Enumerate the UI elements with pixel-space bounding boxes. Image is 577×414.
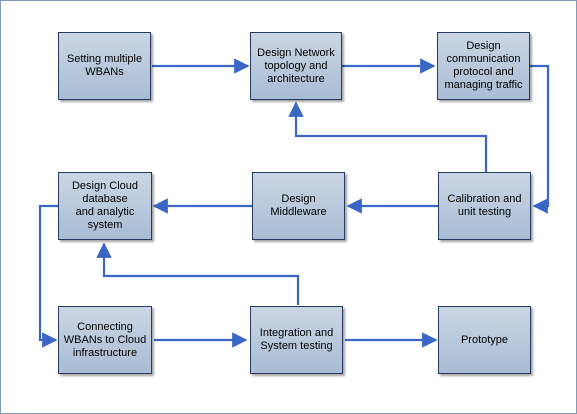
node-design-network: Design Network topology and architecture [250, 32, 342, 100]
node-design-protocol: Design communication protocol and managi… [437, 32, 530, 100]
node-design-middleware: Design Middleware [252, 172, 345, 240]
node-connecting-wbans: Connecting WBANs to Cloud infrastructure [58, 306, 152, 374]
arrow-calibration-to-network [288, 101, 488, 172]
node-setting-wbans: Setting multiple WBANs [58, 32, 151, 100]
arrow-protocol-to-calibration [530, 64, 550, 214]
arrow-integration-to-cloud [96, 242, 300, 305]
node-integration: Integration and System testing [250, 306, 343, 374]
node-calibration: Calibration and unit testing [438, 172, 531, 240]
node-design-cloud: Design Cloud database and analytic syste… [58, 172, 152, 240]
arrow-cloud-to-connecting [38, 204, 58, 348]
node-prototype: Prototype [438, 306, 531, 374]
